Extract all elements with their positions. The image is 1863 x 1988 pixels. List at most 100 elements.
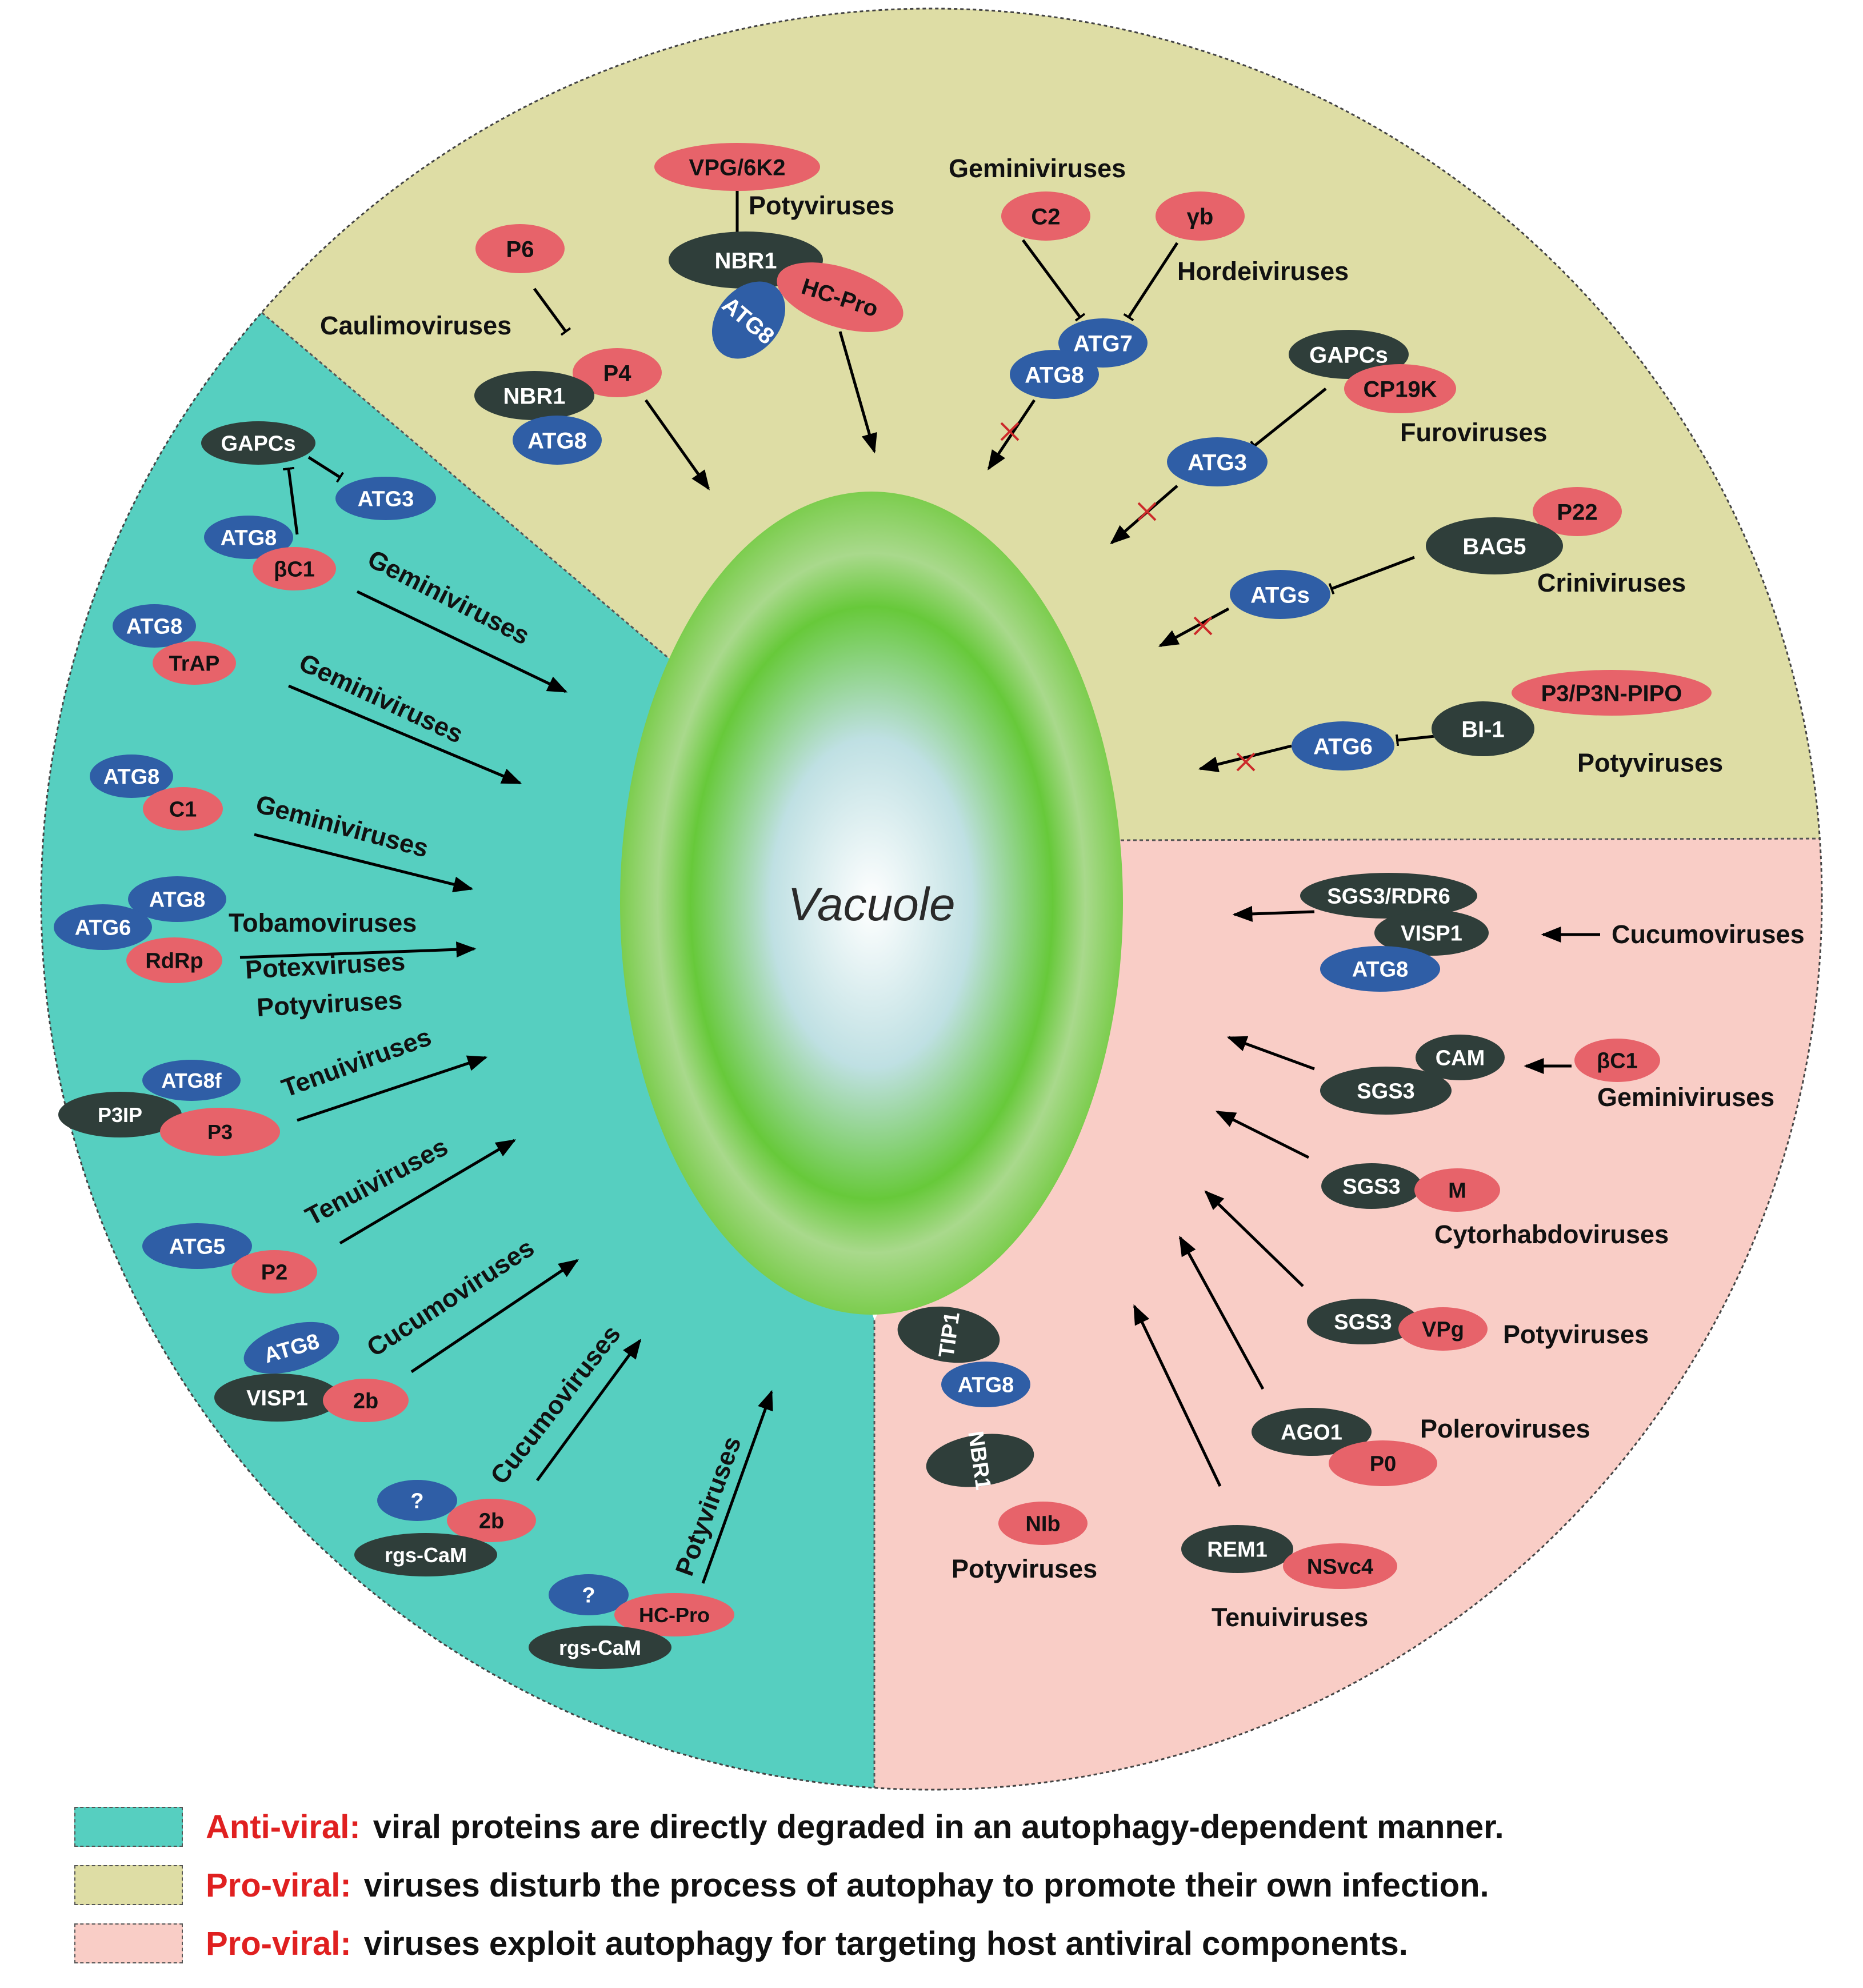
node-bc1-b: βC1 <box>1574 1039 1660 1082</box>
node-shape <box>143 787 223 831</box>
node-label: REM1 <box>1207 1538 1268 1562</box>
node-sgs3-a: SGS3 <box>1320 1067 1452 1115</box>
node-shape <box>614 1593 734 1636</box>
node-nsvc4: NSvc4 <box>1283 1543 1397 1589</box>
node-label: P3IP <box>98 1103 142 1127</box>
node-shape <box>253 547 336 590</box>
node-label: VISP1 <box>246 1387 308 1411</box>
node-atg8-h: ATG8 <box>243 1322 339 1374</box>
vacuole <box>620 492 1123 1315</box>
node-shape <box>1181 1525 1293 1573</box>
node-shape <box>54 904 152 950</box>
node-shape <box>1321 1163 1422 1209</box>
node-shape <box>201 421 315 465</box>
inhibit <box>282 466 299 535</box>
node-atg6-a: ATG6 <box>1292 721 1394 771</box>
node-shape <box>777 262 903 332</box>
node-label: NIb <box>1025 1512 1060 1536</box>
node-shape <box>573 348 662 397</box>
arrow <box>1133 1304 1222 1487</box>
node-shape <box>1230 570 1330 619</box>
legend-row-pro-viral-exploit: Pro-viral: viruses exploit autophagy for… <box>74 1921 1408 1966</box>
node-label: C1 <box>169 798 197 822</box>
node-label: ATG6 <box>1313 734 1373 759</box>
node-shape <box>142 1223 252 1269</box>
node-shape <box>243 1322 339 1374</box>
node-shape <box>1374 910 1489 956</box>
node-shape <box>377 1480 457 1521</box>
blocked-x <box>1000 422 1020 441</box>
arrow <box>838 331 877 454</box>
arrow <box>1226 1036 1315 1071</box>
virus-label-tenuiviruses-c: Tenuiviruses <box>1212 1603 1368 1632</box>
node-label: CAM <box>1436 1047 1485 1071</box>
node-shape <box>1512 670 1712 716</box>
node-visp1-a: VISP1 <box>214 1374 340 1422</box>
legend-text-pro-viral-exploit: viruses exploit autophagy for targeting … <box>363 1925 1408 1962</box>
sector-pro-viral-disturb <box>257 9 1822 840</box>
node-vpg: VPg <box>1398 1307 1488 1351</box>
node-bc1-a: βC1 <box>253 547 336 590</box>
node-q-a: ? <box>377 1480 457 1521</box>
node-label: NSvc4 <box>1307 1555 1373 1579</box>
node-sgs3rdr6: SGS3/RDR6 <box>1300 873 1477 919</box>
legend-row-anti-viral: Anti-viral: viral proteins are directly … <box>74 1804 1504 1850</box>
node-gapcs-b: GAPCs <box>201 421 315 465</box>
arrow <box>1204 1190 1304 1287</box>
blocked-x <box>1137 502 1157 521</box>
node-atg8-c: ATG8 <box>1010 350 1099 399</box>
node-shape <box>323 1379 409 1422</box>
node-label: ATG8f <box>161 1069 222 1092</box>
legend-text-pro-viral-disturb: viruses disturb the process of autophay … <box>363 1866 1489 1904</box>
arrow <box>1178 1235 1265 1390</box>
node-b2-a: 2b <box>323 1379 409 1422</box>
inhibit <box>1328 556 1415 595</box>
node-shape <box>1167 437 1268 486</box>
node-label: SGS3/RDR6 <box>1327 885 1450 909</box>
node-label: ATG5 <box>169 1235 226 1259</box>
node-label: rgs-CaM <box>559 1636 641 1659</box>
node-q-b: ? <box>549 1574 629 1615</box>
arrow <box>1158 607 1230 648</box>
virus-label-hordeiviruses: Hordeiviruses <box>1177 257 1349 286</box>
connectors <box>239 189 1600 1584</box>
node-label: ATG8 <box>221 526 277 550</box>
node-label: ATG6 <box>75 916 131 940</box>
inhibit <box>1250 388 1327 452</box>
node-atg8-b: ATG8 <box>513 416 602 465</box>
node-shape <box>926 1434 1034 1487</box>
node-shape <box>998 1502 1088 1545</box>
node-p2: P2 <box>231 1250 317 1294</box>
node-rgscam-a: rgs-CaM <box>354 1533 497 1576</box>
node-label: βC1 <box>274 558 315 582</box>
node-bi1: BI-1 <box>1432 701 1534 756</box>
node-label: AGO1 <box>1281 1421 1342 1445</box>
node-label: BI-1 <box>1461 717 1505 742</box>
node-shape <box>214 1374 340 1422</box>
legend-row-pro-viral-disturb: Pro-viral: viruses disturb the process o… <box>74 1862 1489 1908</box>
node-shape <box>711 281 786 359</box>
node-m: M <box>1414 1168 1500 1212</box>
node-shape <box>142 1060 241 1101</box>
node-atg6-b: ATG6 <box>54 904 152 950</box>
blocked-x <box>1193 616 1213 636</box>
node-label: P0 <box>1370 1452 1396 1476</box>
node-cp19k: CP19K <box>1344 364 1456 413</box>
node-hcpro-a: HC-Pro <box>777 262 903 332</box>
virus-label-geminiviruses-a: Geminiviruses <box>949 154 1126 183</box>
virus-label-tobamoviruses: Tobamoviruses <box>229 908 417 937</box>
inhibit <box>533 288 571 336</box>
node-label: ATG8 <box>149 888 206 912</box>
arrow <box>410 1259 579 1374</box>
node-label: CP19K <box>1364 377 1437 402</box>
node-atg8f: ATG8f <box>142 1060 241 1101</box>
node-shape <box>1156 191 1245 241</box>
virus-label-geminiviruses-e: Geminiviruses <box>1597 1083 1774 1112</box>
legend: Anti-viral: viral proteins are directly … <box>0 1801 1863 1988</box>
virus-label-cucumoviruses-c: Cucumoviruses <box>1612 920 1805 949</box>
virus-label-potyviruses-b: Potyviruses <box>1577 748 1723 777</box>
arrow <box>535 1339 642 1482</box>
virus-label-criniviruses: Criniviruses <box>1537 568 1686 597</box>
node-atg8-j: ATG8 <box>941 1362 1030 1407</box>
node-atg5: ATG5 <box>142 1223 252 1269</box>
